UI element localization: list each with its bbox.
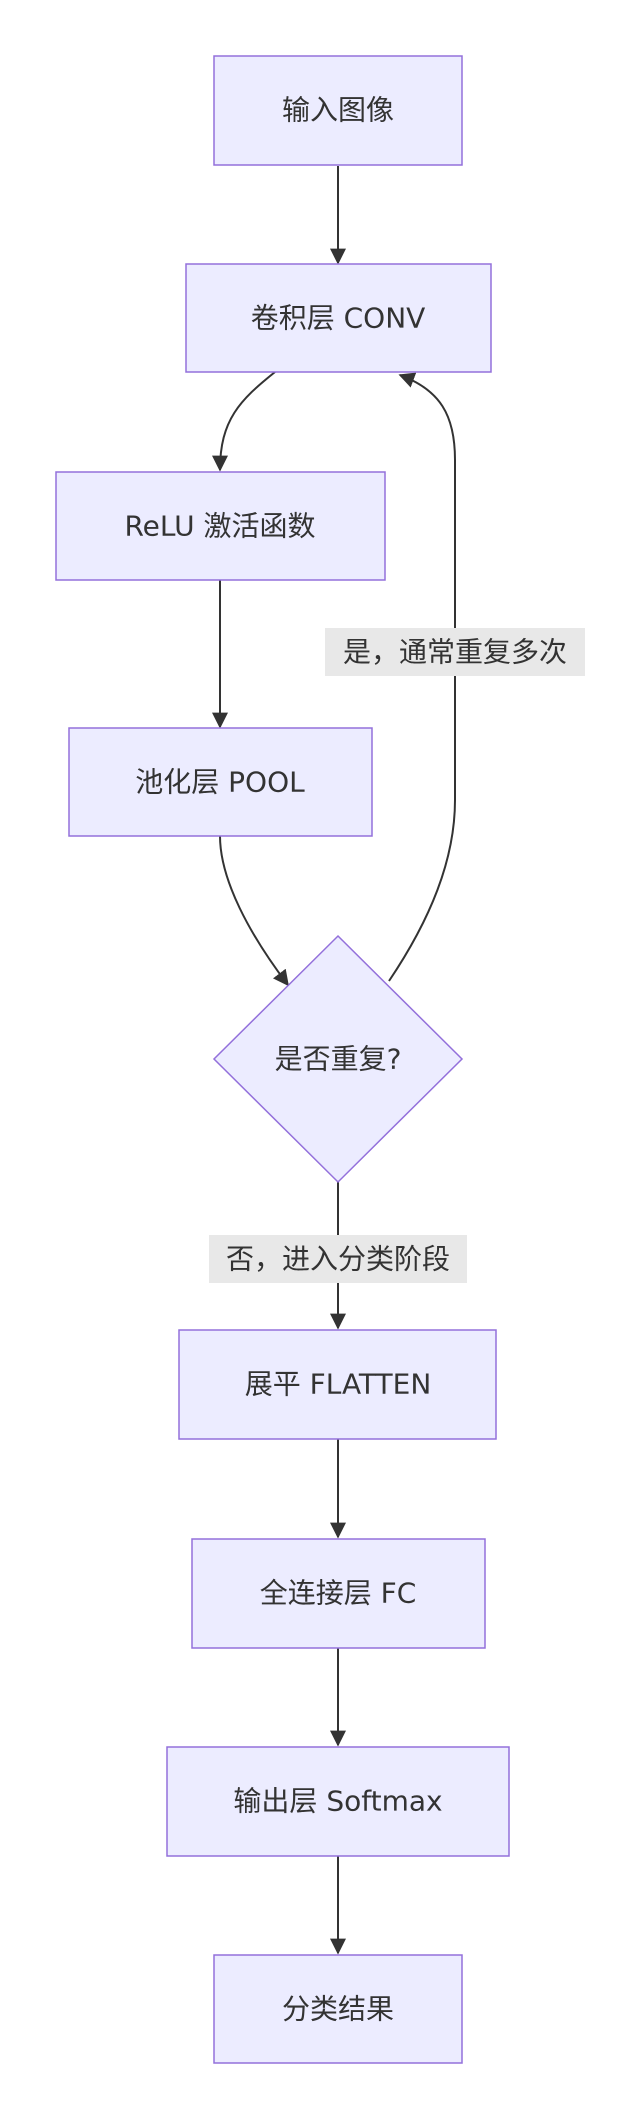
edge-label-no-classify-text: 否，进入分类阶段: [226, 1243, 450, 1276]
node-conv-layer: 卷积层 CONV: [185, 263, 492, 373]
node-flatten-label: 展平 FLATTEN: [245, 1368, 432, 1401]
node-conv-layer-label: 卷积层 CONV: [251, 302, 426, 335]
node-fc-layer-label: 全连接层 FC: [260, 1577, 417, 1610]
node-input-image-label: 输入图像: [282, 94, 394, 127]
node-repeat-decision: 是否重复?: [212, 934, 464, 1184]
node-pool-layer-label: 池化层 POOL: [135, 766, 305, 799]
node-relu: ReLU 激活函数: [55, 471, 386, 581]
node-input-image: 输入图像: [213, 55, 463, 166]
edge-label-yes-repeat: 是，通常重复多次: [325, 628, 585, 676]
node-pool-layer: 池化层 POOL: [68, 727, 373, 837]
edge-label-yes-repeat-text: 是，通常重复多次: [343, 636, 567, 669]
node-repeat-decision-label: 是否重复?: [275, 1043, 402, 1076]
edge-conv-to-relu: [212, 371, 276, 472]
node-relu-label: ReLU 激活函数: [124, 510, 315, 543]
edge-repeat-to-conv: [388, 372, 456, 982]
node-classification-result-label: 分类结果: [282, 1993, 394, 2026]
node-output-layer-label: 输出层 Softmax: [233, 1785, 442, 1818]
edge-pool-to-repeat: [219, 835, 289, 987]
node-classification-result: 分类结果: [213, 1954, 463, 2064]
node-output-layer: 输出层 Softmax: [166, 1746, 510, 1857]
node-flatten: 展平 FLATTEN: [178, 1329, 497, 1440]
node-fc-layer: 全连接层 FC: [191, 1538, 486, 1649]
edge-label-no-classify: 否，进入分类阶段: [209, 1235, 467, 1283]
